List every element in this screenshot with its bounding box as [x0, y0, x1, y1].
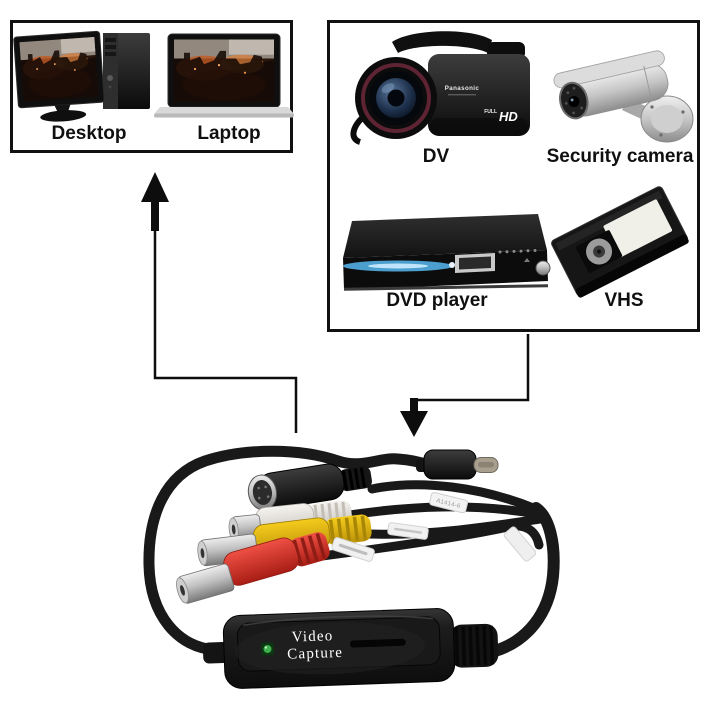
sources-box-label-vhs: VHS — [604, 290, 644, 311]
sources-box-label-dv: DV — [422, 146, 450, 167]
cable-tag-3 — [331, 537, 375, 562]
rca-red-connector — [176, 532, 330, 604]
down-arrow-to-device — [400, 334, 530, 437]
s-video-connector — [247, 463, 372, 511]
security-camera-illustration — [553, 50, 694, 143]
computers-box-label-desktop: Desktop — [51, 123, 127, 144]
sources-box-label-dvd-player: DVD player — [386, 290, 488, 311]
usb-c-plug — [416, 449, 499, 480]
cable-tag-1: A1414-6 — [429, 491, 468, 514]
output-side-loop-cable — [143, 445, 434, 656]
camcorder-brand-text: Panasonic — [445, 85, 480, 92]
camcorder-illustration: Panasonic FULL HD — [350, 31, 530, 145]
vhs-illustration — [551, 186, 689, 298]
camcorder-badge-large-text: HD — [499, 109, 518, 124]
desktop-illustration — [13, 30, 150, 122]
led-indicator — [260, 642, 275, 656]
usb-side-loop-cable — [489, 502, 560, 657]
sources-box-label-security-camera: Security camera — [546, 146, 694, 167]
dvd-player-illustration — [343, 214, 551, 291]
flow-arrows — [141, 172, 530, 437]
video-capture-box: Video Capture — [202, 608, 499, 689]
desktop-tower — [103, 33, 150, 109]
cable-tag-4 — [503, 526, 537, 562]
cable-tags: A1414-6 — [331, 491, 537, 562]
desktop-monitor — [13, 30, 105, 122]
up-arrow-to-computers — [141, 172, 298, 433]
capture-device-illustration: A1414-6 — [143, 445, 560, 689]
cable-tag-text: A1414-6 — [435, 498, 461, 510]
laptop-illustration — [154, 33, 294, 118]
camcorder-badge-small-text: FULL — [484, 109, 497, 115]
computers-box-label-laptop: Laptop — [197, 123, 261, 144]
device-slot — [349, 638, 406, 648]
device-label-line2: Capture — [287, 645, 343, 663]
device-label-line1: Video — [291, 628, 333, 645]
cable-tag-2 — [387, 522, 429, 540]
